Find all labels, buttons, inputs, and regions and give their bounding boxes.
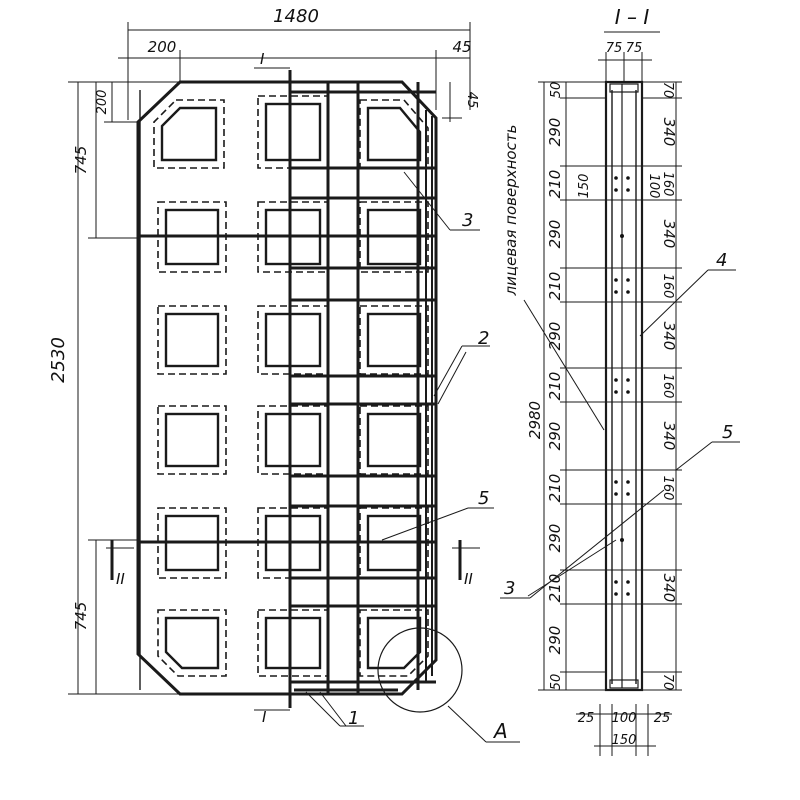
- dim-edge-left: 200: [148, 38, 177, 56]
- section-mark-II-right: II: [464, 570, 473, 588]
- section-mark-bottom: I: [262, 708, 267, 726]
- plan-dimensions: [68, 22, 471, 695]
- section-mark-II-left: II: [116, 570, 125, 588]
- dim-small-150: 150: [577, 174, 592, 199]
- detail-A-circle: [377, 627, 463, 713]
- svg-text:290: 290: [546, 626, 564, 655]
- dim-small-right: 45: [464, 92, 479, 109]
- svg-text:340: 340: [660, 322, 678, 351]
- sec-bottom-mid: 100: [612, 711, 637, 726]
- svg-text:210: 210: [546, 474, 564, 503]
- dim-edge-right: 45: [452, 38, 471, 56]
- left-dim-labels: 50 290 210 290 210 290 210 290 210 290 2…: [546, 82, 564, 691]
- face-surface-label: лицевая поверхность: [502, 125, 520, 297]
- svg-text:160: 160: [660, 374, 675, 399]
- section-mark-top: I: [260, 50, 265, 68]
- svg-text:210: 210: [546, 170, 564, 199]
- svg-text:290: 290: [546, 118, 564, 147]
- svg-text:210: 210: [546, 272, 564, 301]
- rebar-vertical: [139, 82, 433, 694]
- left-dim-ticks: [560, 97, 606, 673]
- svg-text:160: 160: [660, 476, 675, 501]
- svg-text:50: 50: [549, 82, 564, 99]
- right-dim-labels: 70 340 160 340 160 340 160 340 160 340 7…: [660, 82, 678, 691]
- callout-5: 5: [478, 488, 489, 509]
- dim-corner: 200: [95, 90, 110, 115]
- callout-1: 1: [348, 708, 359, 729]
- dim-height: 2530: [48, 337, 69, 383]
- openings: [153, 95, 429, 677]
- dim-width: 1480: [273, 6, 319, 27]
- svg-text:340: 340: [660, 220, 678, 249]
- svg-text:50: 50: [549, 674, 564, 691]
- svg-text:160: 160: [660, 172, 675, 197]
- svg-text:290: 290: [546, 220, 564, 249]
- sec-top-right: 75: [626, 41, 643, 56]
- svg-text:70: 70: [660, 674, 675, 691]
- svg-text:290: 290: [546, 524, 564, 553]
- dim-small-100: 100: [646, 174, 661, 199]
- plan-view: 1480 200 45 200 45 2530 745 745 I I II I…: [48, 6, 520, 743]
- svg-text:340: 340: [660, 574, 678, 603]
- section-title: I – I: [615, 5, 650, 29]
- sec-bottom-right: 25: [654, 711, 671, 726]
- right-dim-ticks: [642, 81, 682, 691]
- sec-bottom-left: 25: [578, 711, 595, 726]
- sec-bottom-total: 150: [612, 733, 637, 748]
- dim-overall: 2980: [526, 401, 544, 439]
- dim-top-span: 745: [72, 146, 90, 175]
- callout-2: 2: [478, 328, 489, 349]
- sec-callout-5: 5: [722, 422, 733, 443]
- sec-callout-3: 3: [504, 578, 515, 599]
- section-view: I – I 75 75: [500, 5, 740, 756]
- dim-bottom-span: 745: [72, 602, 90, 631]
- rebar-horizontal: [138, 90, 436, 684]
- svg-text:340: 340: [660, 118, 678, 147]
- sec-callout-4: 4: [716, 250, 727, 271]
- callout-3: 3: [462, 210, 473, 231]
- svg-text:160: 160: [660, 274, 675, 299]
- panel-outline: [136, 80, 438, 696]
- sec-top-left: 75: [606, 41, 623, 56]
- section-body: [604, 80, 644, 692]
- svg-text:290: 290: [546, 422, 564, 451]
- svg-text:340: 340: [660, 422, 678, 451]
- svg-text:210: 210: [546, 372, 564, 401]
- svg-text:290: 290: [546, 322, 564, 351]
- section-rib-marks: [606, 165, 642, 605]
- svg-text:70: 70: [660, 82, 675, 99]
- detail-A-label: A: [492, 719, 508, 743]
